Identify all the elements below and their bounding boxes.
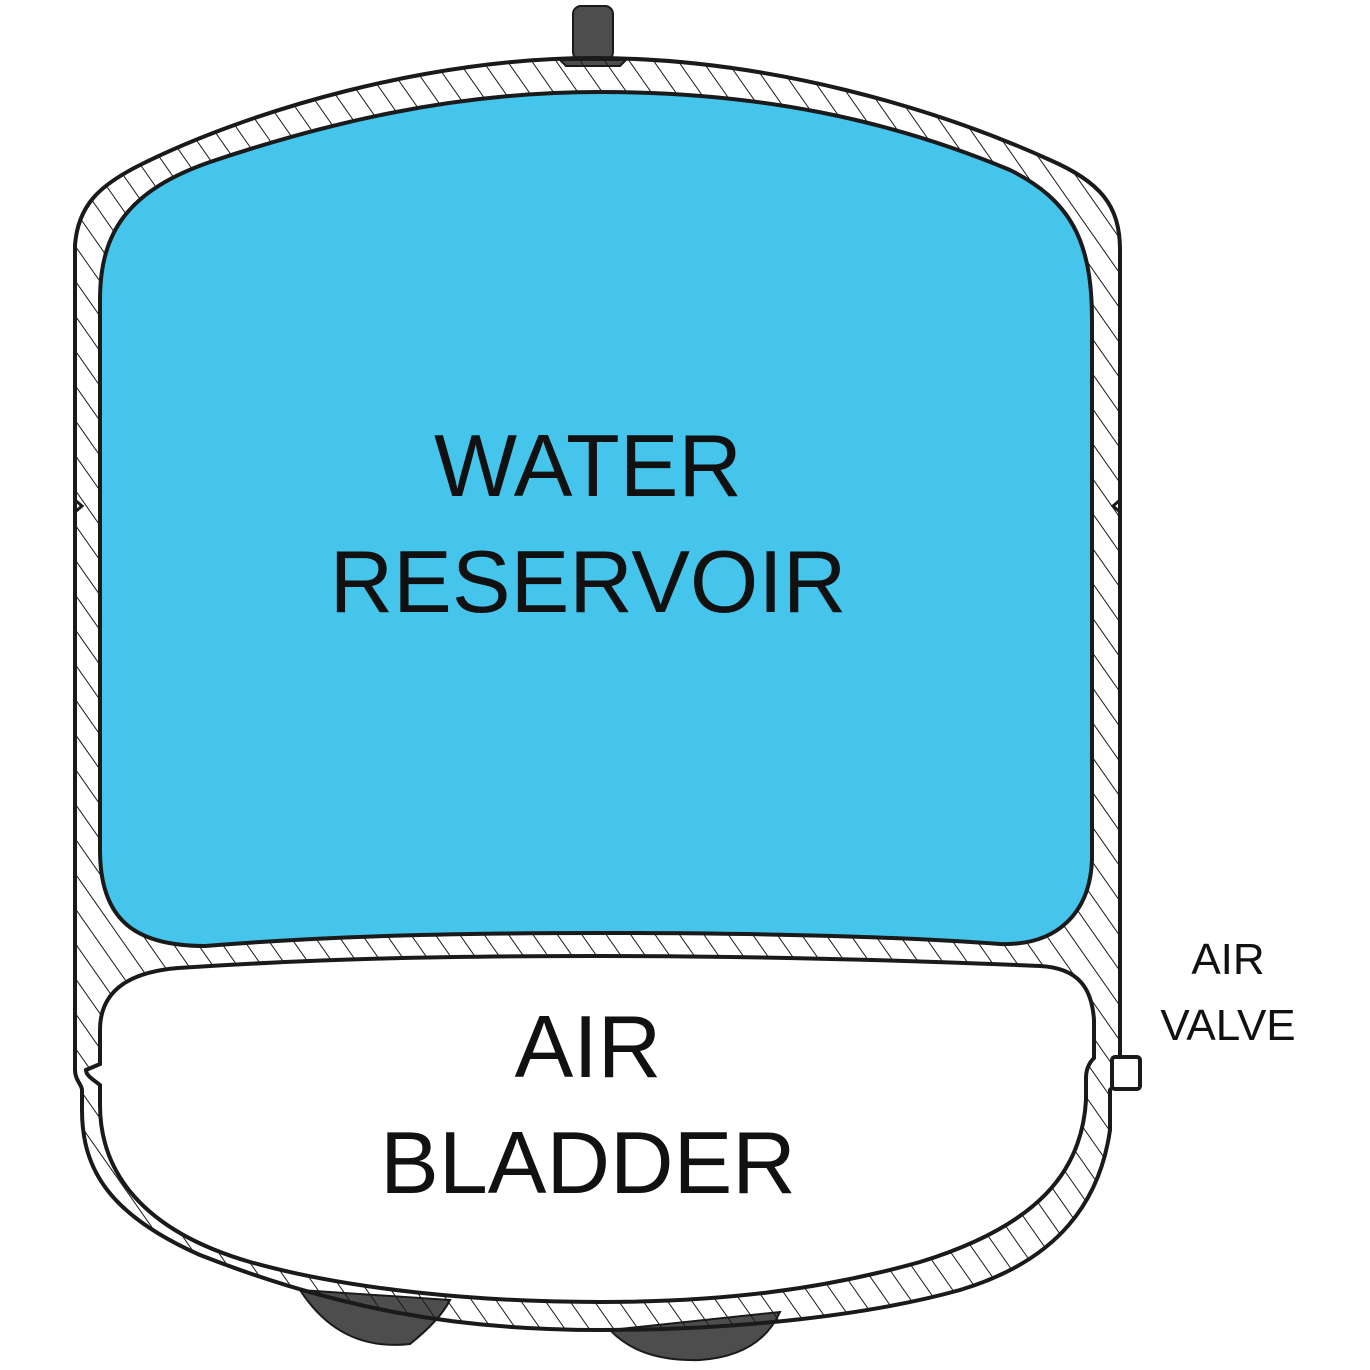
air-valve-label-line2: VALVE: [1160, 1001, 1295, 1050]
water-reservoir-label-line2: RESERVOIR: [330, 532, 847, 631]
water-reservoir-label-line1: WATER: [434, 416, 742, 515]
water-reservoir: [98, 89, 1094, 949]
air-bladder-label-line2: BLADDER: [380, 1113, 796, 1212]
air-bladder-label-line1: AIR: [515, 997, 662, 1096]
right-seam-notch: [1110, 498, 1121, 514]
air-bladder: [83, 953, 1096, 1305]
inlet-nipple: [572, 5, 614, 61]
left-seam-notch: [74, 498, 85, 514]
air-valve-label-line1: AIR: [1191, 935, 1264, 984]
air-valve-icon: [1110, 1055, 1142, 1091]
